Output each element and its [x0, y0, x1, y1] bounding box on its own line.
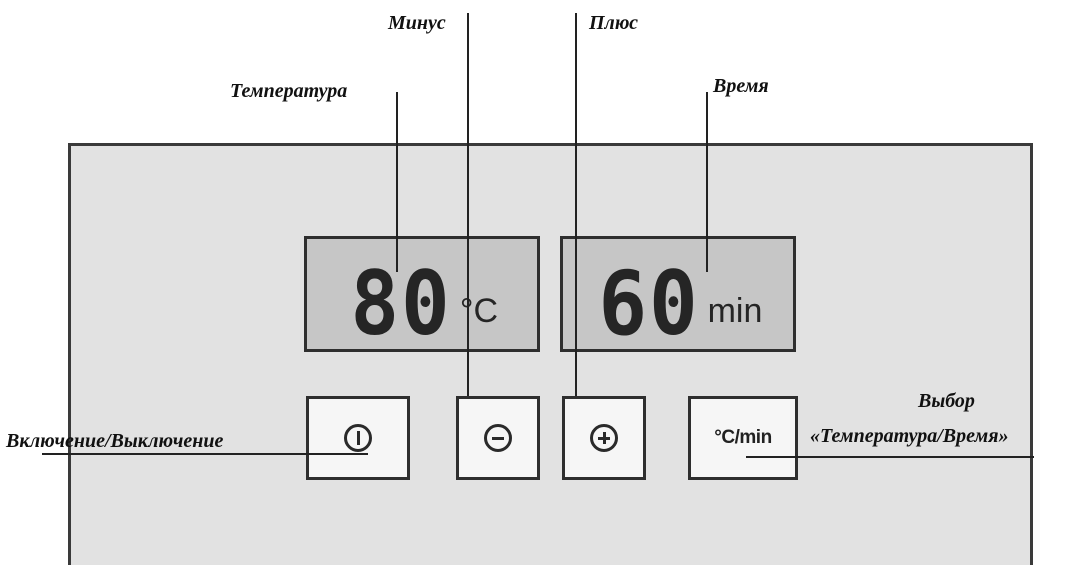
temperature-leader-line	[396, 92, 398, 272]
power-icon	[344, 424, 372, 452]
temperature-label: Температура	[230, 80, 348, 102]
minus-button[interactable]	[456, 396, 540, 480]
select-button-label: °C/min	[714, 427, 772, 448]
plus-button[interactable]	[562, 396, 646, 480]
plus-leader-line	[575, 13, 577, 396]
time-value: 60	[598, 252, 700, 355]
time-leader-line	[706, 92, 708, 272]
select-label-line2: «Температура/Время»	[810, 425, 1009, 447]
time-unit: min	[707, 292, 763, 330]
temperature-value: 80	[350, 252, 452, 355]
onoff-label: Включение/Выключение	[6, 430, 224, 452]
power-button[interactable]	[306, 396, 410, 480]
minus-leader-line	[467, 13, 469, 396]
temperature-readout: 80 °C	[307, 249, 537, 359]
minus-label: Минус	[388, 12, 446, 34]
minus-icon	[484, 424, 512, 452]
plus-label: Плюс	[589, 12, 639, 34]
plus-icon	[590, 424, 618, 452]
select-leader-line	[746, 456, 1034, 458]
time-label: Время	[713, 75, 769, 97]
temperature-unit: °C	[459, 292, 499, 330]
select-label-line1: Выбор	[918, 390, 975, 412]
onoff-leader-line	[42, 453, 368, 455]
control-panel	[68, 143, 1033, 565]
temperature-display: 80 °C	[304, 236, 540, 352]
time-readout: 60 min	[563, 249, 793, 359]
time-display: 60 min	[560, 236, 796, 352]
temp-time-select-button[interactable]: °C/min	[688, 396, 798, 480]
